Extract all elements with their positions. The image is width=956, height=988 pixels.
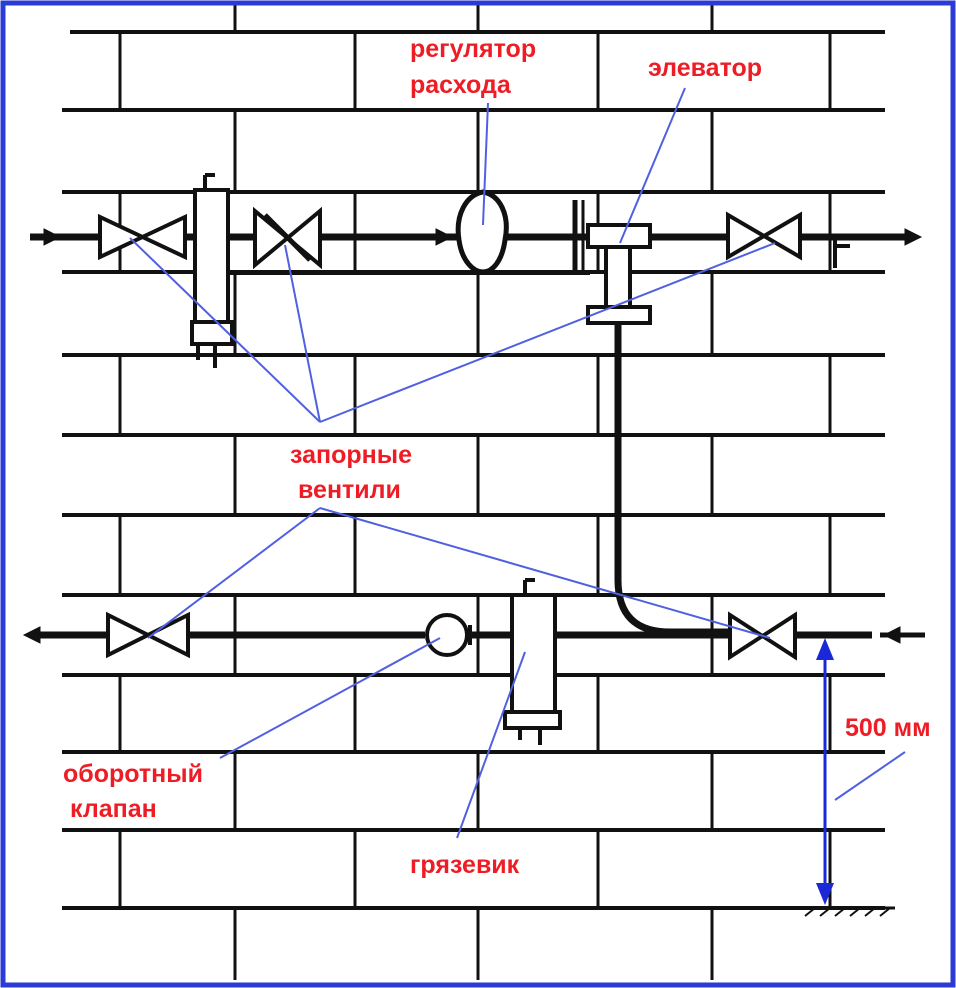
shutoff-valve (253, 206, 322, 270)
label-check-valve-line2: клапан (70, 795, 157, 823)
label-check-valve-line1: оборотный (63, 760, 203, 788)
label-dimension: 500 мм (845, 714, 931, 742)
check-valve (425, 613, 472, 657)
elevator (572, 200, 652, 325)
brick-wall (62, 5, 885, 980)
mud-trap (190, 173, 234, 368)
shutoff-valve (98, 213, 187, 261)
mud-trap (503, 578, 562, 745)
labels: регулятор расхода элеватор запорные вент… (63, 35, 931, 879)
return-pipeline (22, 322, 925, 644)
label-shutoff-valves-line2: вентили (298, 476, 401, 504)
leader-lines (129, 87, 906, 839)
shutoff-valve (106, 611, 190, 659)
flow-regulator (455, 189, 509, 275)
label-shutoff-valves-line1: запорные (290, 441, 412, 469)
label-elevator: элеватор (648, 54, 762, 82)
label-mud-trap: грязевик (410, 851, 520, 879)
dimension-arrow (816, 638, 834, 905)
label-flow-regulator-line1: регулятор (410, 35, 536, 63)
label-flow-regulator-line2: расхода (410, 71, 512, 99)
shutoff-valve (726, 211, 850, 268)
floor-line (800, 906, 895, 917)
